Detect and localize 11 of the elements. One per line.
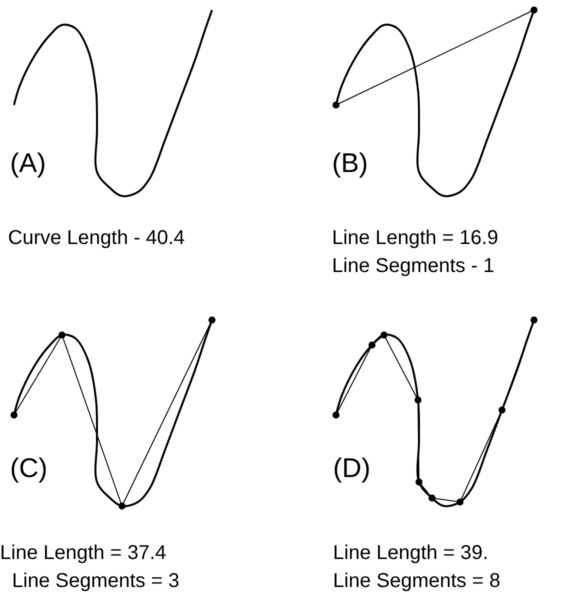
panel-letter: (B): [332, 150, 368, 177]
caption-text: Line Length = 16.9: [332, 228, 498, 248]
caption-text: Line Length = 37.4: [0, 543, 166, 563]
caption-text: Line Segments - 1: [332, 256, 494, 276]
caption-text: Line Length = 39.: [333, 543, 488, 563]
panel-letter: (A): [10, 150, 46, 177]
panel-letter: (D): [333, 455, 370, 482]
caption-text: Line Segments = 8: [333, 571, 500, 591]
caption-text: Curve Length - 40.4: [8, 228, 185, 248]
panel-letter: (C): [10, 455, 48, 482]
caption-text: Line Segments = 3: [12, 571, 180, 591]
